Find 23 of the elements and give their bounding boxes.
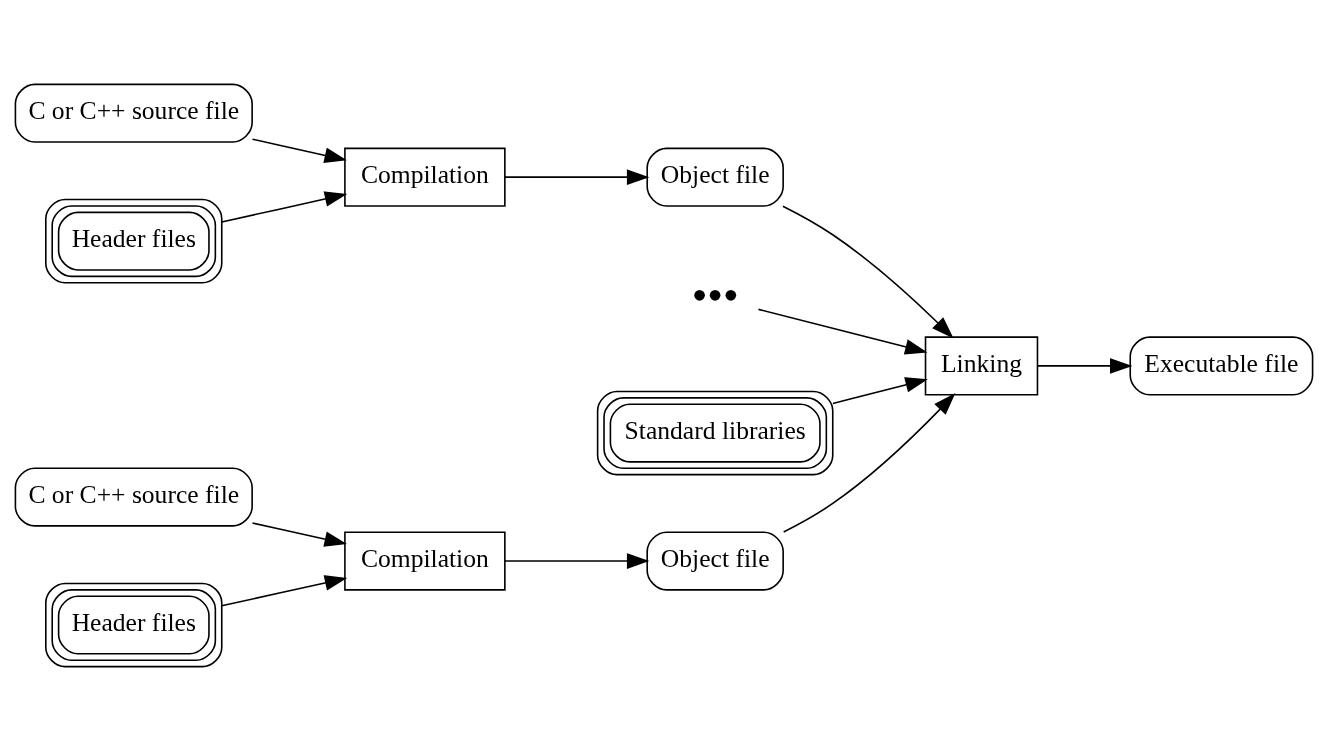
arrow bbox=[757, 308, 928, 355]
node-box: Object file bbox=[646, 147, 784, 207]
node-text: ••• bbox=[691, 269, 739, 320]
arrow bbox=[251, 522, 347, 547]
node-box: Compilation bbox=[344, 147, 506, 207]
arrow bbox=[782, 205, 954, 339]
arrow bbox=[504, 553, 650, 569]
arrow bbox=[220, 191, 348, 223]
arrow bbox=[832, 377, 928, 405]
arrow bbox=[782, 393, 956, 533]
arrow bbox=[251, 138, 347, 163]
node-box: Executable file bbox=[1129, 336, 1314, 396]
arrow bbox=[1037, 358, 1133, 374]
node-box: C or C++ source file bbox=[14, 83, 253, 143]
node-box: Object file bbox=[646, 531, 784, 591]
node-box: Linking bbox=[924, 336, 1039, 396]
arrow bbox=[220, 575, 348, 607]
node-box: Header files bbox=[45, 198, 223, 284]
arrow bbox=[504, 169, 650, 185]
node-box: Standard libraries bbox=[596, 390, 834, 476]
node-box: C or C++ source file bbox=[14, 467, 253, 527]
node-box: Compilation bbox=[344, 531, 506, 591]
node-box: Header files bbox=[45, 582, 223, 668]
